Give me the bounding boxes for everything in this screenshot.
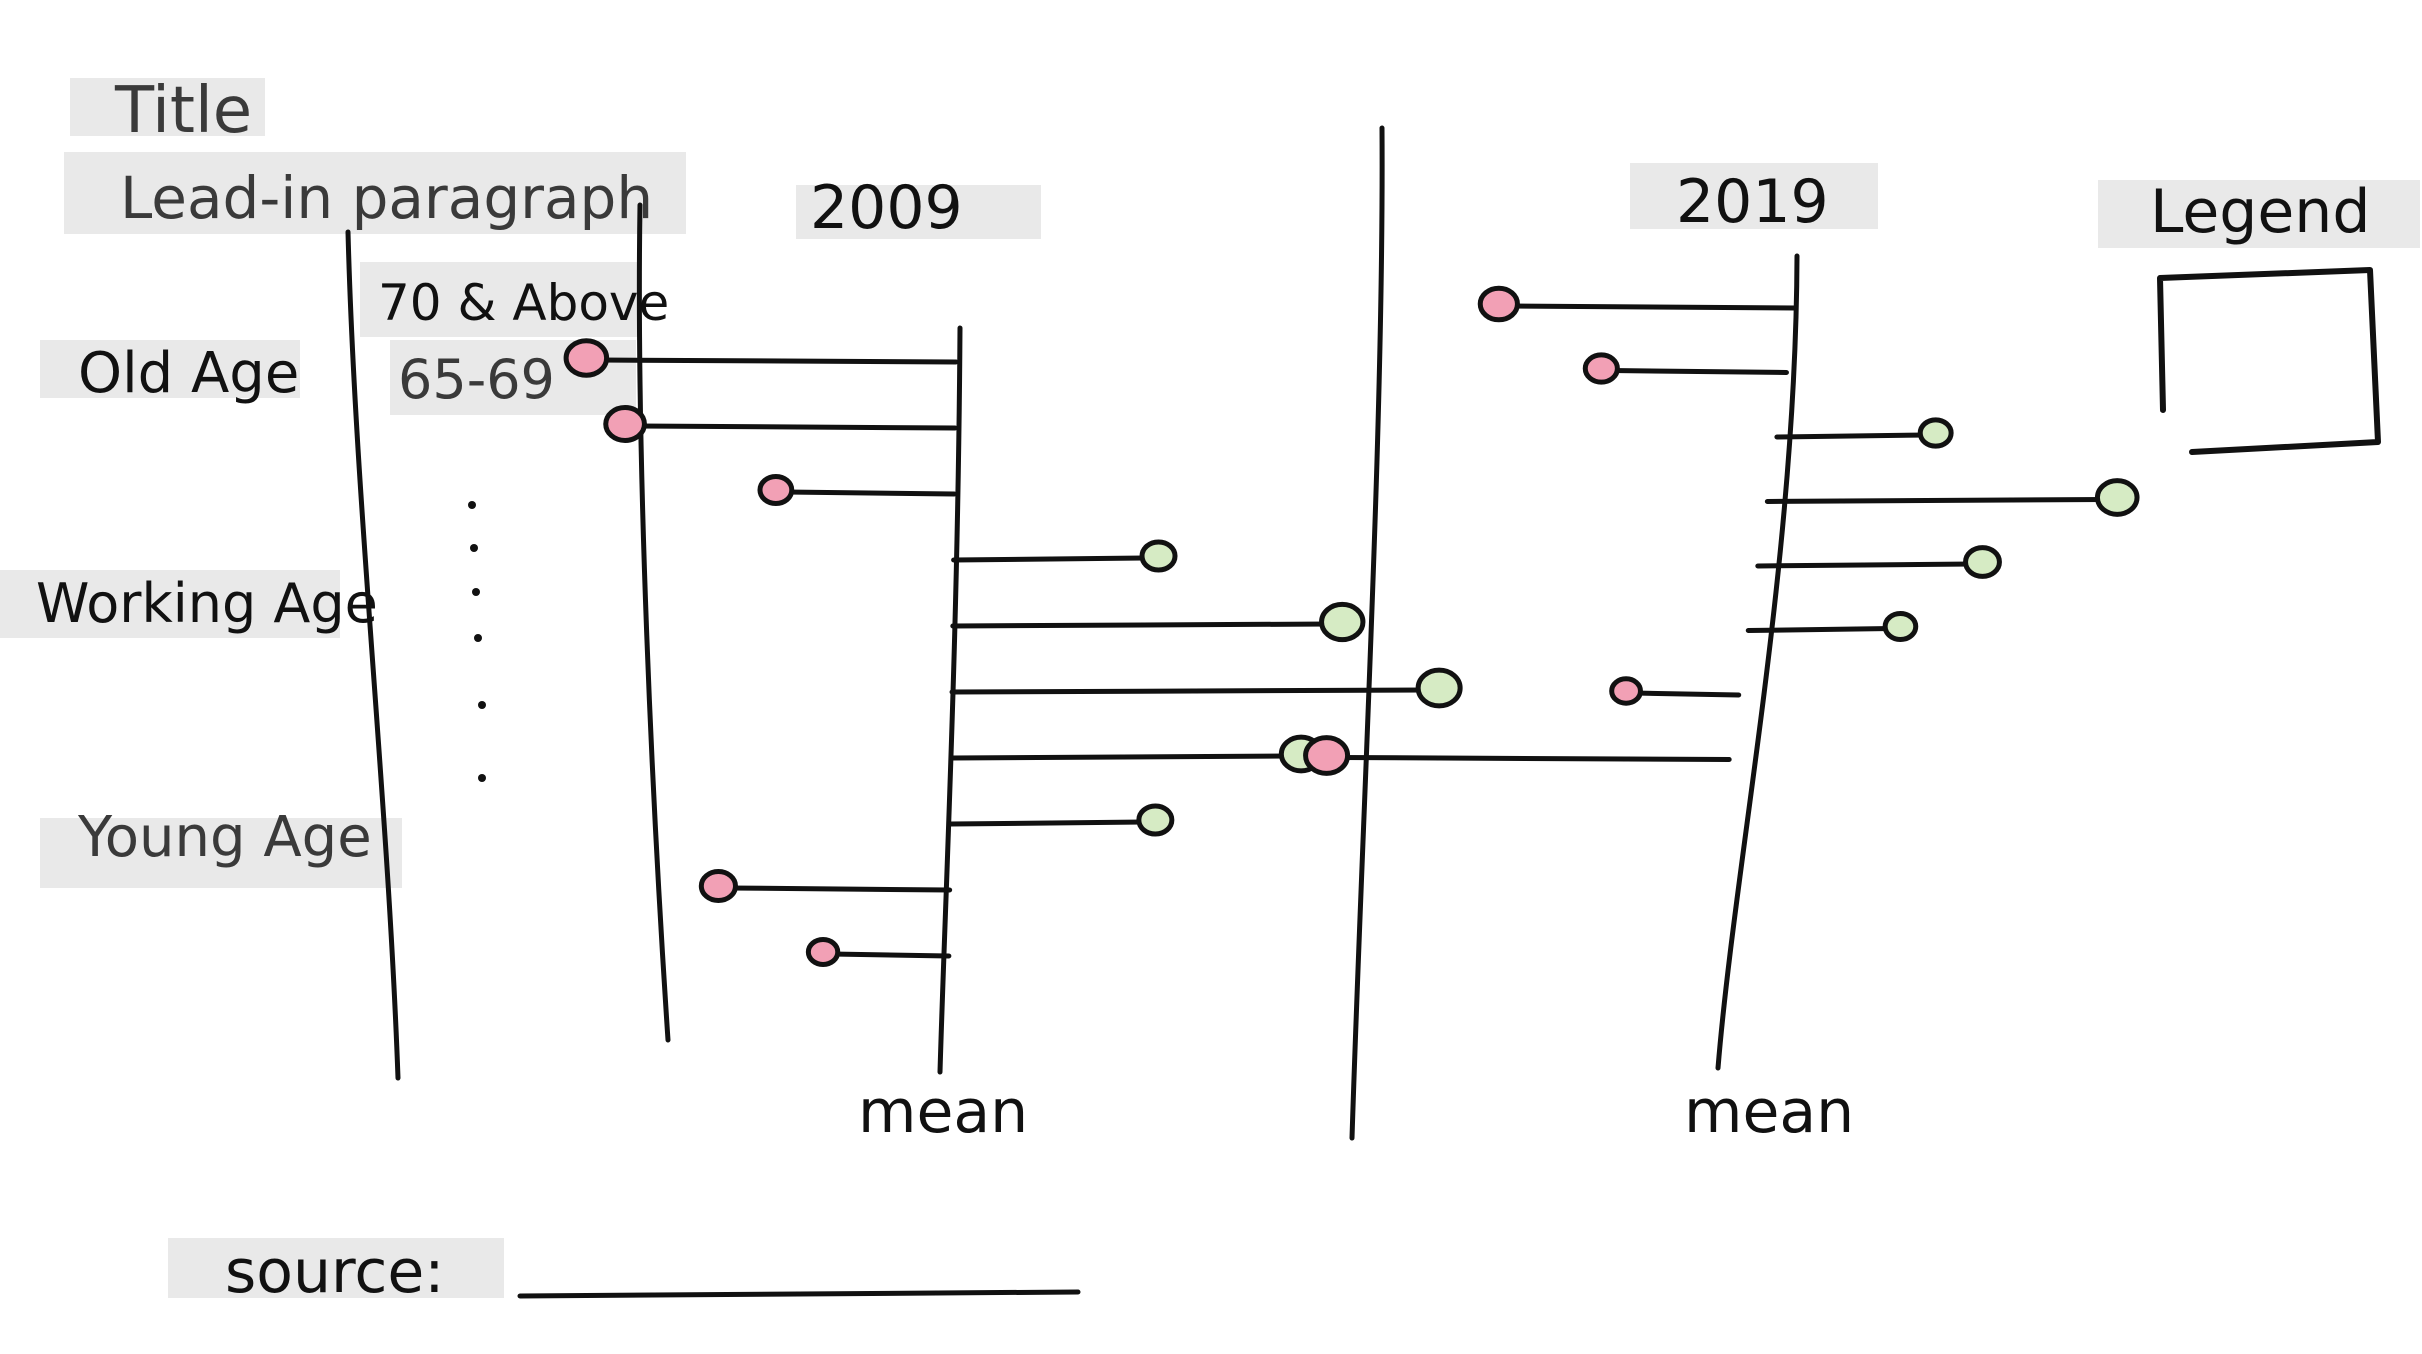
mean-axis-2019 xyxy=(1715,253,1800,1071)
lollipop-stem-2009-4 xyxy=(950,621,1333,629)
lollipop-dot-2009-3 xyxy=(1139,539,1178,573)
lollipop-stem-2009-3 xyxy=(951,555,1152,563)
lollipop-dot-2009-5 xyxy=(1415,667,1463,709)
lollipop-stem-2019-2 xyxy=(1774,432,1929,440)
lollipop-stem-2009-8 xyxy=(726,885,953,893)
year-label-2009: 2009 xyxy=(810,173,963,243)
highlight-boxes xyxy=(0,78,2420,1298)
lollipop-stem-2019-1 xyxy=(1608,368,1789,375)
lollipop-dot-2009-7 xyxy=(1136,803,1175,837)
band-continuation-dots xyxy=(468,501,486,782)
lollipop-dot-2019-0 xyxy=(1477,285,1520,323)
group-label-young-age: Young Age xyxy=(77,805,372,870)
lollipop-dot-2009-1 xyxy=(603,405,647,443)
group-label-old-age: Old Age xyxy=(78,341,299,406)
lollipop-dot-2009-0 xyxy=(563,338,610,378)
lollipop-stem-2009-1 xyxy=(634,423,958,431)
source-label: source: xyxy=(225,1237,444,1307)
lollipop-stem-2019-7 xyxy=(1336,755,1732,762)
band-label-70-above: 70 & Above xyxy=(378,274,669,332)
year-label-2019: 2019 xyxy=(1676,167,1829,237)
lollipop-series-2009 xyxy=(563,338,1463,967)
group-label-working-age: Working Age xyxy=(36,572,378,635)
lollipop-stem-2009-2 xyxy=(782,489,957,497)
lollipop-stem-2009-0 xyxy=(596,357,959,365)
lollipop-stem-2019-0 xyxy=(1507,303,1799,311)
lollipop-dot-2019-2 xyxy=(1917,417,1954,449)
band-label-65-69: 65-69 xyxy=(398,348,555,411)
lollipop-stem-2019-3 xyxy=(1764,497,2108,504)
lollipop-stem-2019-4 xyxy=(1755,561,1975,569)
lead-in-text: Lead-in paragraph xyxy=(120,164,653,232)
mean-axis-2009 xyxy=(937,325,963,1075)
source-underline xyxy=(517,1289,1081,1299)
lollipop-dot-2009-9 xyxy=(805,937,841,967)
lollipop-dot-2009-8 xyxy=(698,868,739,904)
lollipop-dot-2019-6 xyxy=(1609,676,1643,706)
legend-title: Legend xyxy=(2150,177,2370,247)
lollipop-series-2019 xyxy=(1303,285,2140,776)
lollipop-stem-2009-7 xyxy=(947,819,1148,827)
legend-box xyxy=(2157,267,2381,455)
mean-label-2009: mean xyxy=(858,1077,1028,1147)
lollipop-stem-2009-9 xyxy=(829,951,952,959)
lollipop-dot-2009-4 xyxy=(1319,601,1366,643)
lollipop-dot-2019-4 xyxy=(1963,545,2002,579)
lollipop-dot-2019-5 xyxy=(1882,610,1919,643)
lollipop-stem-2009-5 xyxy=(949,687,1430,695)
panel-separator-line xyxy=(1349,125,1385,1141)
label-column-right-line xyxy=(636,202,671,1043)
lollipop-stem-2019-6 xyxy=(1632,690,1742,698)
lollipop-dot-2019-3 xyxy=(2094,478,2140,517)
lollipop-stem-2019-5 xyxy=(1745,626,1894,633)
lollipop-dot-2019-1 xyxy=(1582,352,1620,385)
lollipop-dot-2009-2 xyxy=(757,473,795,507)
lollipop-stem-2009-6 xyxy=(948,753,1292,761)
lollipop-dot-2019-7 xyxy=(1303,735,1351,776)
title-text: Title xyxy=(114,74,252,148)
label-column-left-line xyxy=(345,229,401,1081)
mean-label-2019: mean xyxy=(1684,1077,1854,1147)
